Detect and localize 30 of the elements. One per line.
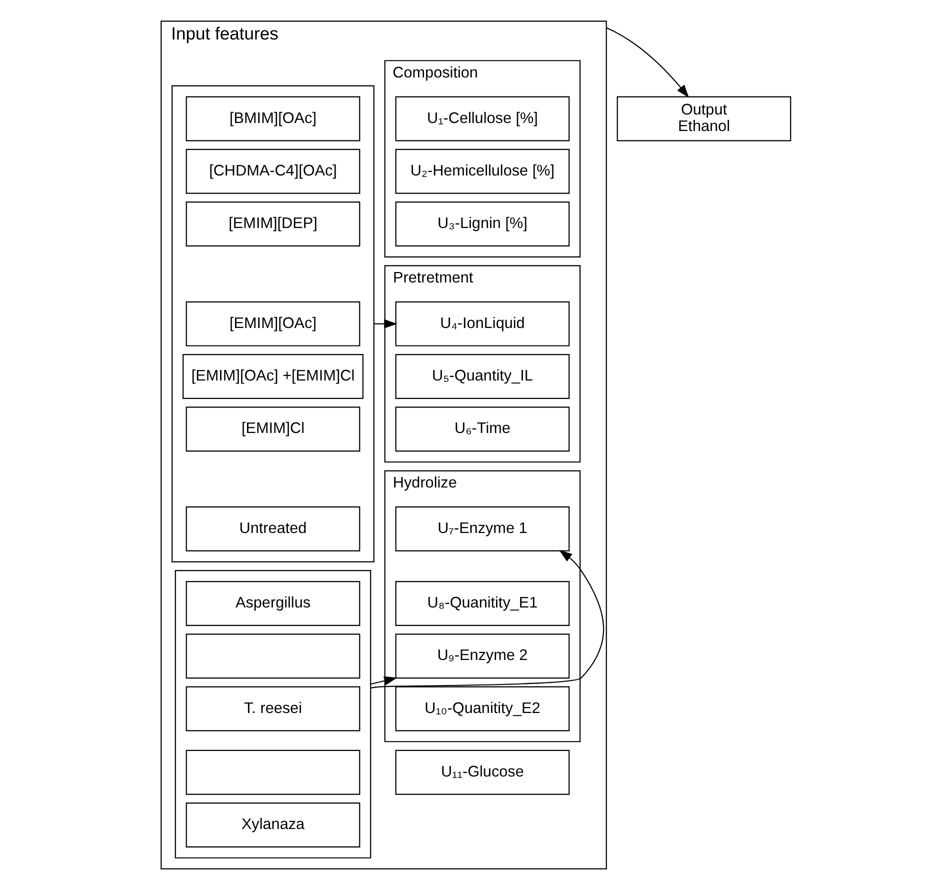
node-box: Output Ethanol (616, 96, 791, 142)
node-box: [BMIM][OAc] (185, 96, 360, 142)
node-box: U₁₁-Glucose (394, 750, 570, 795)
node-box: U₂-Hemicellulose [%] (394, 148, 570, 194)
node-box: U₆-Time (394, 406, 570, 452)
node-box: Xylanaza (185, 802, 360, 848)
arrow (370, 550, 604, 688)
node-box: U₁₀-Quanitity_E2 (394, 686, 570, 732)
node-box: U₇-Enzyme 1 (394, 506, 570, 552)
node-box: [EMIM]Cl (185, 406, 360, 452)
node-box: U₅-Quantity_IL (394, 354, 570, 399)
node-box: U₃-Lignin [%] (394, 202, 570, 247)
node-box: U₁-Cellulose [%] (394, 96, 570, 142)
node-box (185, 634, 360, 679)
node-box: T. reesei (185, 686, 360, 732)
node-box: Aspergillus (185, 580, 360, 626)
node-box: [CHDMA-C4][OAc] (185, 148, 360, 194)
node-box: U₈-Quanitity_E1 (394, 580, 570, 626)
arrow (606, 27, 689, 98)
arrow (370, 676, 397, 686)
node-box: Untreated (185, 506, 360, 552)
cluster (171, 85, 374, 562)
node-box (185, 750, 360, 795)
node-box: [EMIM][OAc] +[EMIM]Cl (182, 354, 363, 399)
cluster (174, 570, 371, 858)
node-box: U₄-IonLiquid (394, 301, 570, 346)
node-box: [EMIM][DEP] (185, 202, 360, 247)
node-box: [EMIM][OAc] (185, 301, 360, 346)
node-box: U₉-Enzyme 2 (394, 634, 570, 679)
arrow (373, 319, 397, 328)
